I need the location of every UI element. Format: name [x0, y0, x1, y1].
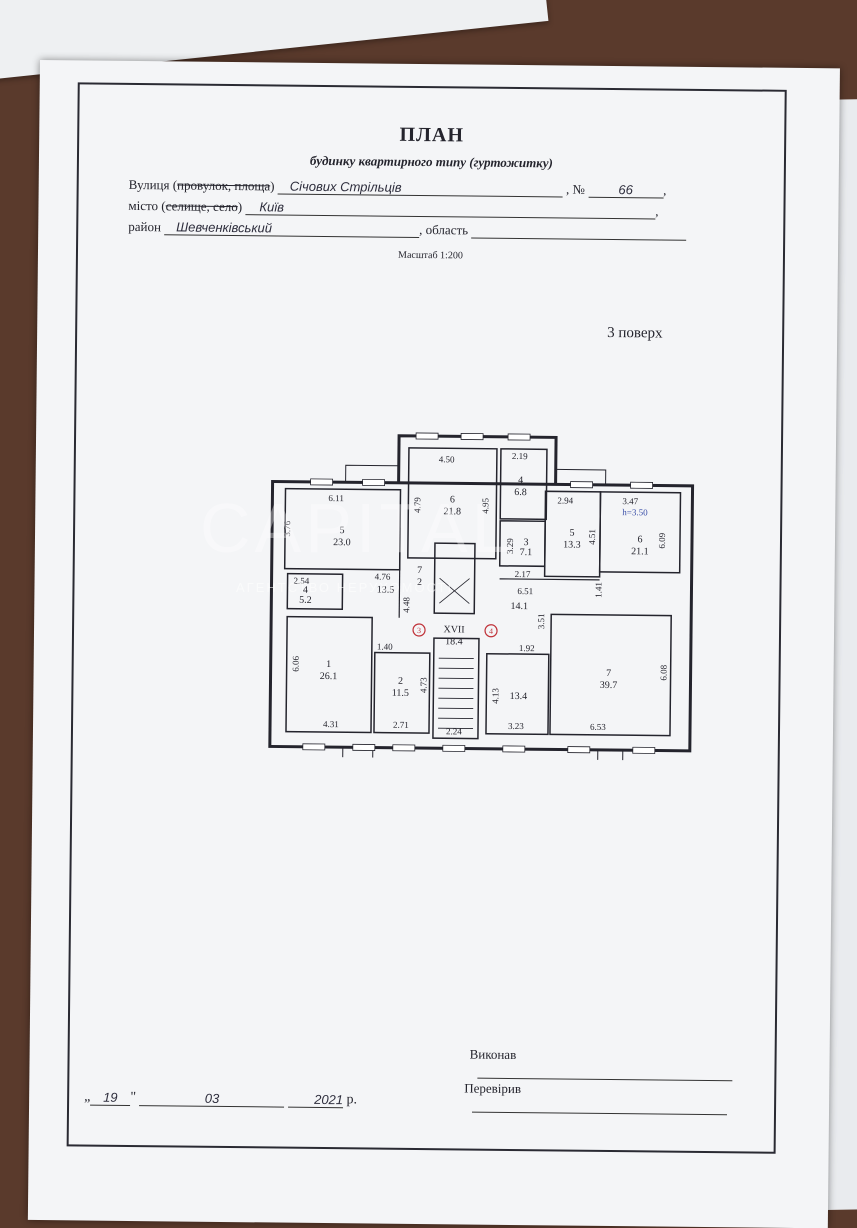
dim-label: 3.23 [508, 721, 524, 731]
checked-field [472, 1097, 727, 1116]
performed-field [477, 1063, 732, 1082]
street-label-end: ) [270, 178, 275, 193]
room-area: 5.2 [299, 595, 312, 606]
dim-label: 4.31 [323, 719, 339, 729]
region-label: , область [419, 222, 468, 238]
date-year: 2021 [314, 1092, 343, 1107]
date-year-field: 2021 [288, 1092, 343, 1109]
date-row: „19" 03 2021 р. [84, 1090, 357, 1109]
city-label-end: ) [238, 199, 243, 214]
room-number: 1 [326, 659, 331, 670]
room-area: 6.8 [514, 487, 527, 498]
date-day: 19 [103, 1090, 118, 1105]
room-area: 18.4 [445, 636, 463, 647]
performed-label: Виконав [470, 1047, 517, 1062]
plan-walls [270, 434, 693, 760]
date-day-field: 19 [90, 1090, 130, 1106]
dim-label: 4.48 [401, 597, 411, 613]
room-number: 2 [398, 676, 403, 687]
dim-label: 1.41 [593, 582, 603, 598]
dim-label: 3.51 [536, 613, 546, 629]
district-label: район [128, 219, 161, 234]
street-struck-option: провулок, площа [177, 177, 270, 193]
district-value: Шевченківський [164, 219, 272, 235]
document-subtitle: будинку квартирного типу (гуртожитку) [79, 150, 784, 173]
document-frame: ПЛАН будинку квартирного типу (гуртожитк… [67, 82, 787, 1153]
scale-label: Масштаб 1:200 [78, 246, 783, 264]
ceiling-height-label: h=3.50 [622, 507, 648, 517]
street-value: Січових Стрільців [278, 178, 402, 194]
performed-by-row: Виконав [469, 1047, 774, 1082]
date-month-field: 03 [139, 1090, 284, 1108]
dim-label: 6.53 [590, 722, 606, 732]
room-number: 7 [606, 668, 611, 679]
room-number: 6 [637, 534, 642, 545]
floor-label: 3 поверх [607, 325, 663, 343]
document-title: ПЛАН [79, 120, 784, 150]
region-field [471, 223, 686, 241]
checked-label: Перевірив [464, 1080, 521, 1096]
street-row: Вулиця (провулок, площа) Січових Стрільц… [129, 177, 667, 199]
district-row: район Шевченківський , область [128, 219, 686, 241]
city-field: Київ [245, 199, 655, 219]
dim-label: 2.17 [515, 569, 531, 579]
street-label: Вулиця ( [129, 177, 178, 193]
room-number: XVII [443, 624, 464, 635]
dim-label: 4.50 [439, 454, 455, 464]
city-label: місто ( [128, 198, 165, 213]
dim-label: 4.73 [418, 677, 428, 693]
dim-label: 2.71 [393, 720, 409, 730]
city-value: Київ [245, 199, 284, 214]
dim-label: 6.08 [659, 664, 669, 680]
dim-label: 2.24 [446, 726, 462, 736]
room-area: 14.1 [510, 601, 528, 612]
marker-label: 3 [417, 626, 421, 635]
dim-label: 2.19 [512, 451, 528, 461]
room-area: 26.1 [320, 671, 338, 682]
dim-label: 1.40 [377, 642, 393, 652]
dim-label: 4.51 [587, 529, 597, 545]
date-month: 03 [205, 1091, 220, 1106]
checked-by-row: Перевірив [464, 1080, 774, 1115]
room-area: 39.7 [600, 680, 618, 691]
number-value: 66 [618, 182, 633, 197]
room-area: 13.4 [510, 691, 528, 702]
marker-label: 4 [489, 627, 493, 636]
date-suffix: р. [346, 1092, 357, 1107]
number-field: 66 [588, 182, 663, 199]
dim-label: 1.92 [519, 643, 535, 653]
dim-label: 6.09 [657, 532, 667, 548]
district-field: Шевченківський [164, 219, 419, 238]
city-row: місто (селище, село) Київ , [128, 198, 658, 220]
number-label: , № [566, 182, 585, 197]
city-struck-option: селище, село [166, 198, 238, 214]
street-field: Січових Стрільців [278, 178, 563, 197]
room-number: 4 [518, 475, 523, 486]
brand-watermark: CAPITAL [200, 488, 515, 568]
room-area: 21.1 [631, 546, 649, 557]
room-area: 11.5 [392, 688, 409, 699]
room-number: 5 [570, 528, 575, 539]
dim-label: 3.47 [622, 496, 638, 506]
dim-label: 4.13 [490, 688, 500, 704]
dim-label: 2.94 [557, 495, 573, 505]
dim-label: 6.51 [517, 586, 533, 596]
room-area: 13.3 [563, 540, 581, 551]
dim-label: 6.06 [291, 655, 301, 671]
document-page: ПЛАН будинку квартирного типу (гуртожитк… [28, 60, 840, 1228]
brand-watermark-tagline: АГЕНТСТВО НЕРУХОМОСТІ [236, 580, 453, 595]
room-area: 7.1 [520, 547, 533, 558]
